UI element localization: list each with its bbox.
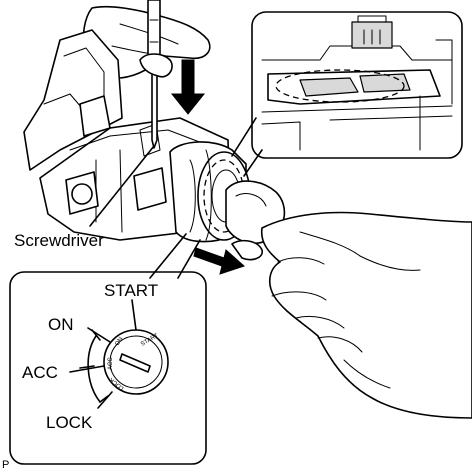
key-face-on: ON xyxy=(115,336,125,347)
corner-mark: P xyxy=(2,459,9,471)
hand xyxy=(260,211,472,419)
key-inset-leader-line xyxy=(177,239,201,279)
key-slot xyxy=(119,353,151,373)
inset-leader-line xyxy=(243,149,263,177)
pull-arrow-icon xyxy=(193,247,245,275)
key-face-acc: ACC xyxy=(108,357,114,370)
key-position-inset xyxy=(9,271,207,465)
push-arrow-icon xyxy=(170,59,206,115)
ignition-cylinder xyxy=(169,141,286,261)
acc-label: ACC xyxy=(22,363,58,382)
start-label: START xyxy=(104,281,158,300)
screwdriver-leader-line xyxy=(89,145,155,227)
on-label: ON xyxy=(48,315,74,334)
detail-inset xyxy=(251,11,463,159)
lock-label: LOCK xyxy=(46,413,93,432)
screwdriver-label: Screwdriver xyxy=(14,231,104,250)
key-inset-leader-line xyxy=(149,233,187,279)
inset-leader-line xyxy=(231,117,257,157)
screwdriver xyxy=(139,0,173,149)
